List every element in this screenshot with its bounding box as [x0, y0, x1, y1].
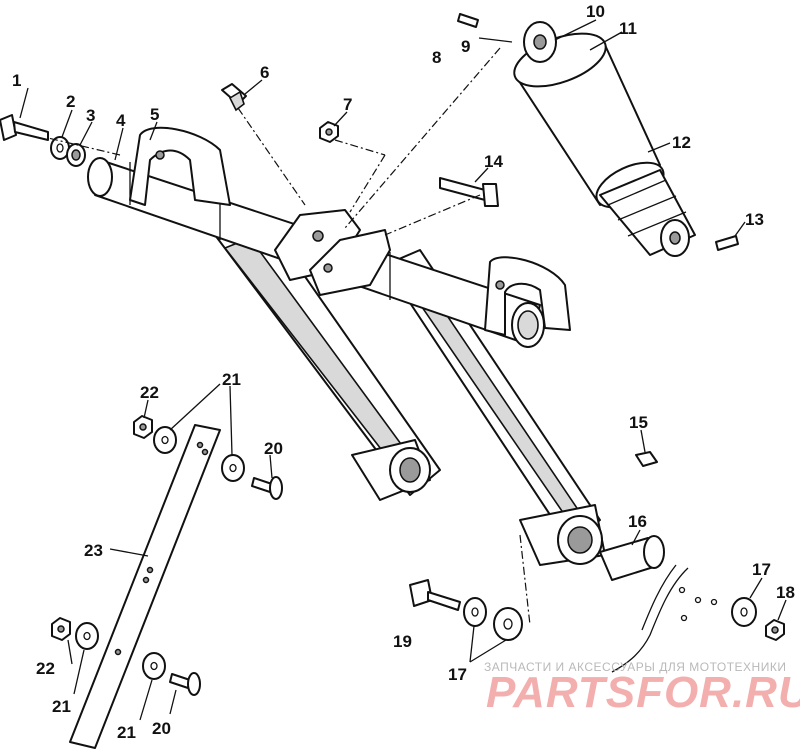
callout-20-lower: 20 [152, 719, 171, 738]
callout-14: 14 [484, 152, 503, 171]
rivet-20-lower [169, 672, 201, 696]
tube-brackets [129, 126, 571, 336]
nut-22-lower [51, 617, 71, 641]
callout-21-lower-right: 21 [117, 723, 136, 742]
bolt-1 [0, 114, 49, 141]
shock-absorber [513, 21, 696, 257]
left-swing-arm [214, 214, 441, 501]
callout-11: 11 [619, 19, 637, 38]
watermark-caption: ЗАПЧАСТИ И АКСЕССУАРЫ ДЛЯ МОТОТЕХНИКИ [484, 660, 787, 674]
watermark-logo: PARTSFOR.RU [486, 668, 800, 717]
callout-22-lower: 22 [36, 659, 55, 678]
nut-7 [319, 121, 339, 143]
side-bracket [611, 564, 718, 673]
bolt-14 [439, 177, 499, 207]
nut-18 [765, 619, 785, 641]
callout-17-left: 17 [448, 665, 467, 684]
callout-16: 16 [628, 512, 647, 531]
bolt-19 [409, 579, 461, 611]
washer-21-upper-right [221, 454, 245, 482]
grease-fitting-6 [221, 83, 247, 112]
grease-fitting-15 [635, 451, 658, 467]
callout-18: 18 [776, 583, 795, 602]
callout-19: 19 [393, 632, 412, 651]
callout-22-upper: 22 [140, 383, 159, 402]
callout-17-right: 17 [752, 560, 771, 579]
callout-9: 9 [461, 37, 470, 56]
callout-3: 3 [86, 106, 95, 125]
nut-22-upper [133, 415, 153, 439]
washer-21-lower-right [142, 652, 166, 680]
center-mount-plates [274, 209, 391, 296]
callout-10: 10 [586, 2, 605, 21]
callout-2: 2 [66, 92, 75, 111]
callout-4: 4 [116, 111, 126, 130]
assembly-lines [47, 47, 531, 626]
callout-5: 5 [150, 105, 159, 124]
strap-23 [69, 424, 221, 749]
washer-17-center [493, 607, 523, 641]
callout-20-upper: 20 [264, 439, 283, 458]
washer-17-left [463, 597, 487, 627]
bushing-16 [599, 535, 665, 581]
callout-13: 13 [745, 210, 764, 229]
rivet-20-upper [251, 476, 283, 500]
callout-23: 23 [84, 541, 103, 560]
callout-7: 7 [343, 95, 352, 114]
callout-15: 15 [629, 413, 648, 432]
washer-17-right [731, 597, 757, 627]
pin-13 [715, 235, 739, 251]
washer-21-upper-left [153, 426, 177, 454]
callout-12: 12 [672, 133, 691, 152]
callout-labels: 1 2 3 4 5 6 7 8 9 10 11 12 13 14 15 16 1… [12, 2, 795, 742]
washer-21-lower-left [75, 622, 99, 650]
washer-3 [66, 143, 86, 167]
callout-6: 6 [260, 63, 269, 82]
pin-8 [457, 13, 479, 28]
callout-8: 8 [432, 48, 441, 67]
right-swing-arm [384, 249, 606, 566]
callout-21-upper: 21 [222, 370, 241, 389]
leader-lines [19, 19, 787, 721]
callout-1: 1 [12, 71, 21, 90]
callout-21-lower-left: 21 [52, 697, 71, 716]
